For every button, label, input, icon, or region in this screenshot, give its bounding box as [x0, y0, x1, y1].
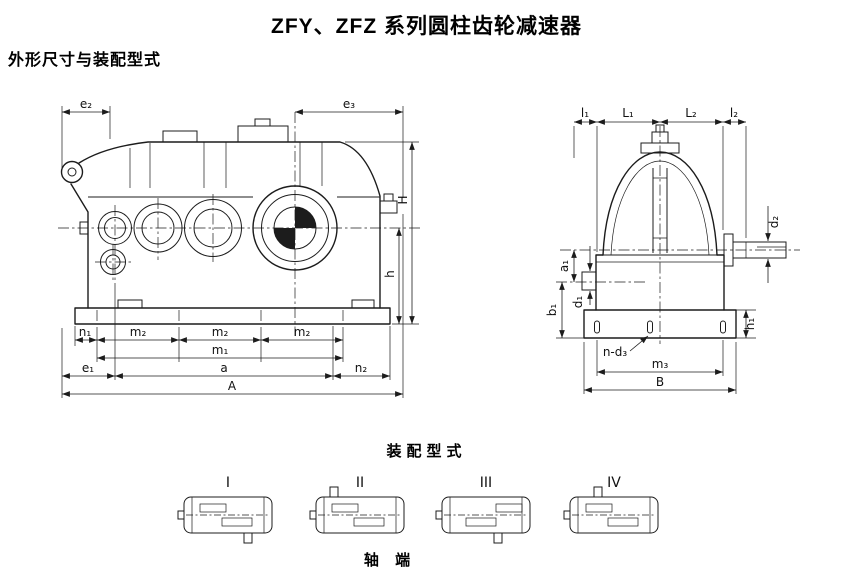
- dim-label-n1: n₁: [79, 325, 92, 339]
- base-flange: [583, 309, 737, 339]
- left-view: e₂ e₃ H h n₁ m₂ m₂ m₂ m₁ e₁ a n₂ A: [58, 97, 422, 398]
- shaft-end-stub: [593, 486, 603, 498]
- left-view-bearing-bores: [98, 185, 338, 275]
- assembly-section-title: 装配型式: [386, 443, 467, 460]
- right-view: l₁ L₁ L₂ l₂ d₂ a₁ b₁ d₁ h₁ n-d₃ m₃ B: [545, 106, 800, 394]
- dim-label-A: A: [228, 379, 237, 393]
- assembly-type-3-label: III: [480, 475, 492, 491]
- cooling-ribs: [129, 142, 323, 188]
- shaft-end-stub: [329, 486, 339, 498]
- left-view-dimensions: e₂ e₃ H h n₁ m₂ m₂ m₂ m₁ e₁ a n₂ A: [61, 97, 419, 398]
- breather-cap: [254, 118, 271, 127]
- dim-label-m2-1: m₂: [130, 325, 147, 339]
- assembly-type-3-diagram: [435, 496, 531, 544]
- section-title: 外形尺寸与装配型式: [8, 52, 162, 69]
- dim-label-e3: e₃: [343, 97, 355, 111]
- dim-label-b1: b₁: [545, 304, 559, 317]
- dim-label-l2: l₂: [730, 106, 738, 120]
- lifting-lug: [60, 160, 84, 184]
- dim-label-n-d3: n-d₃: [603, 345, 628, 359]
- dim-label-m1: m₁: [212, 343, 229, 357]
- dim-label-B: B: [656, 375, 664, 389]
- shaft-end-label: 轴 端: [363, 552, 417, 569]
- dim-label-d1: d₁: [571, 296, 585, 309]
- dim-label-L2: L₂: [685, 106, 697, 120]
- dim-label-m3: m₃: [652, 357, 669, 371]
- bolt-slot: [594, 320, 600, 334]
- dim-label-h1: h₁: [743, 318, 757, 331]
- lower-shaft-stub: [581, 271, 597, 291]
- dim-label-e2: e₂: [80, 97, 92, 111]
- inspection-cover: [162, 130, 198, 143]
- dim-label-m2-3: m₂: [294, 325, 311, 339]
- dim-label-a: a: [220, 361, 227, 375]
- top-cover: [237, 125, 289, 143]
- page-title: ZFY、ZFZ 系列圆柱齿轮减速器: [271, 15, 582, 38]
- dim-label-m2-2: m₂: [212, 325, 229, 339]
- foundation-bolt-marks: [96, 310, 344, 324]
- shaft-end-stub: [243, 532, 253, 544]
- right-view-centerlines: [556, 126, 800, 344]
- right-view-dimensions: l₁ L₁ L₂ l₂ d₂ a₁ b₁ d₁ h₁ n-d₃ m₃ B: [545, 106, 781, 394]
- dim-label-d2: d₂: [767, 216, 781, 229]
- bolt-hole-leader: [629, 335, 649, 352]
- assembly-type-1-diagram: [177, 496, 273, 544]
- output-shaft-stub: [379, 200, 398, 214]
- dim-label-a1: a₁: [557, 260, 571, 272]
- bolt-slot: [720, 320, 726, 334]
- left-view-housing: [60, 118, 398, 325]
- dim-label-e1: e₁: [82, 361, 94, 375]
- assembly-type-2-diagram: [309, 486, 405, 534]
- breather-icon: [655, 124, 665, 133]
- dim-label-h: h: [383, 270, 397, 278]
- assembly-type-2-label: II: [356, 475, 364, 491]
- assembly-type-4-diagram: [563, 486, 659, 534]
- assembly-type-4-label: IV: [607, 475, 621, 491]
- assembly-type-1-label: I: [226, 475, 230, 491]
- dim-label-l1: l₁: [581, 106, 589, 120]
- dim-label-H: H: [396, 195, 410, 204]
- dim-label-L1: L₁: [622, 106, 634, 120]
- bolt-slot: [647, 320, 653, 334]
- left-view-centerlines: [58, 112, 422, 336]
- assembly-diagrams: I II III IV: [177, 475, 659, 544]
- shaft-end-stub: [493, 532, 503, 544]
- dim-label-n2: n₂: [355, 361, 368, 375]
- output-shaft: [732, 241, 787, 259]
- right-view-housing: [581, 124, 787, 339]
- base-flange: [74, 307, 391, 325]
